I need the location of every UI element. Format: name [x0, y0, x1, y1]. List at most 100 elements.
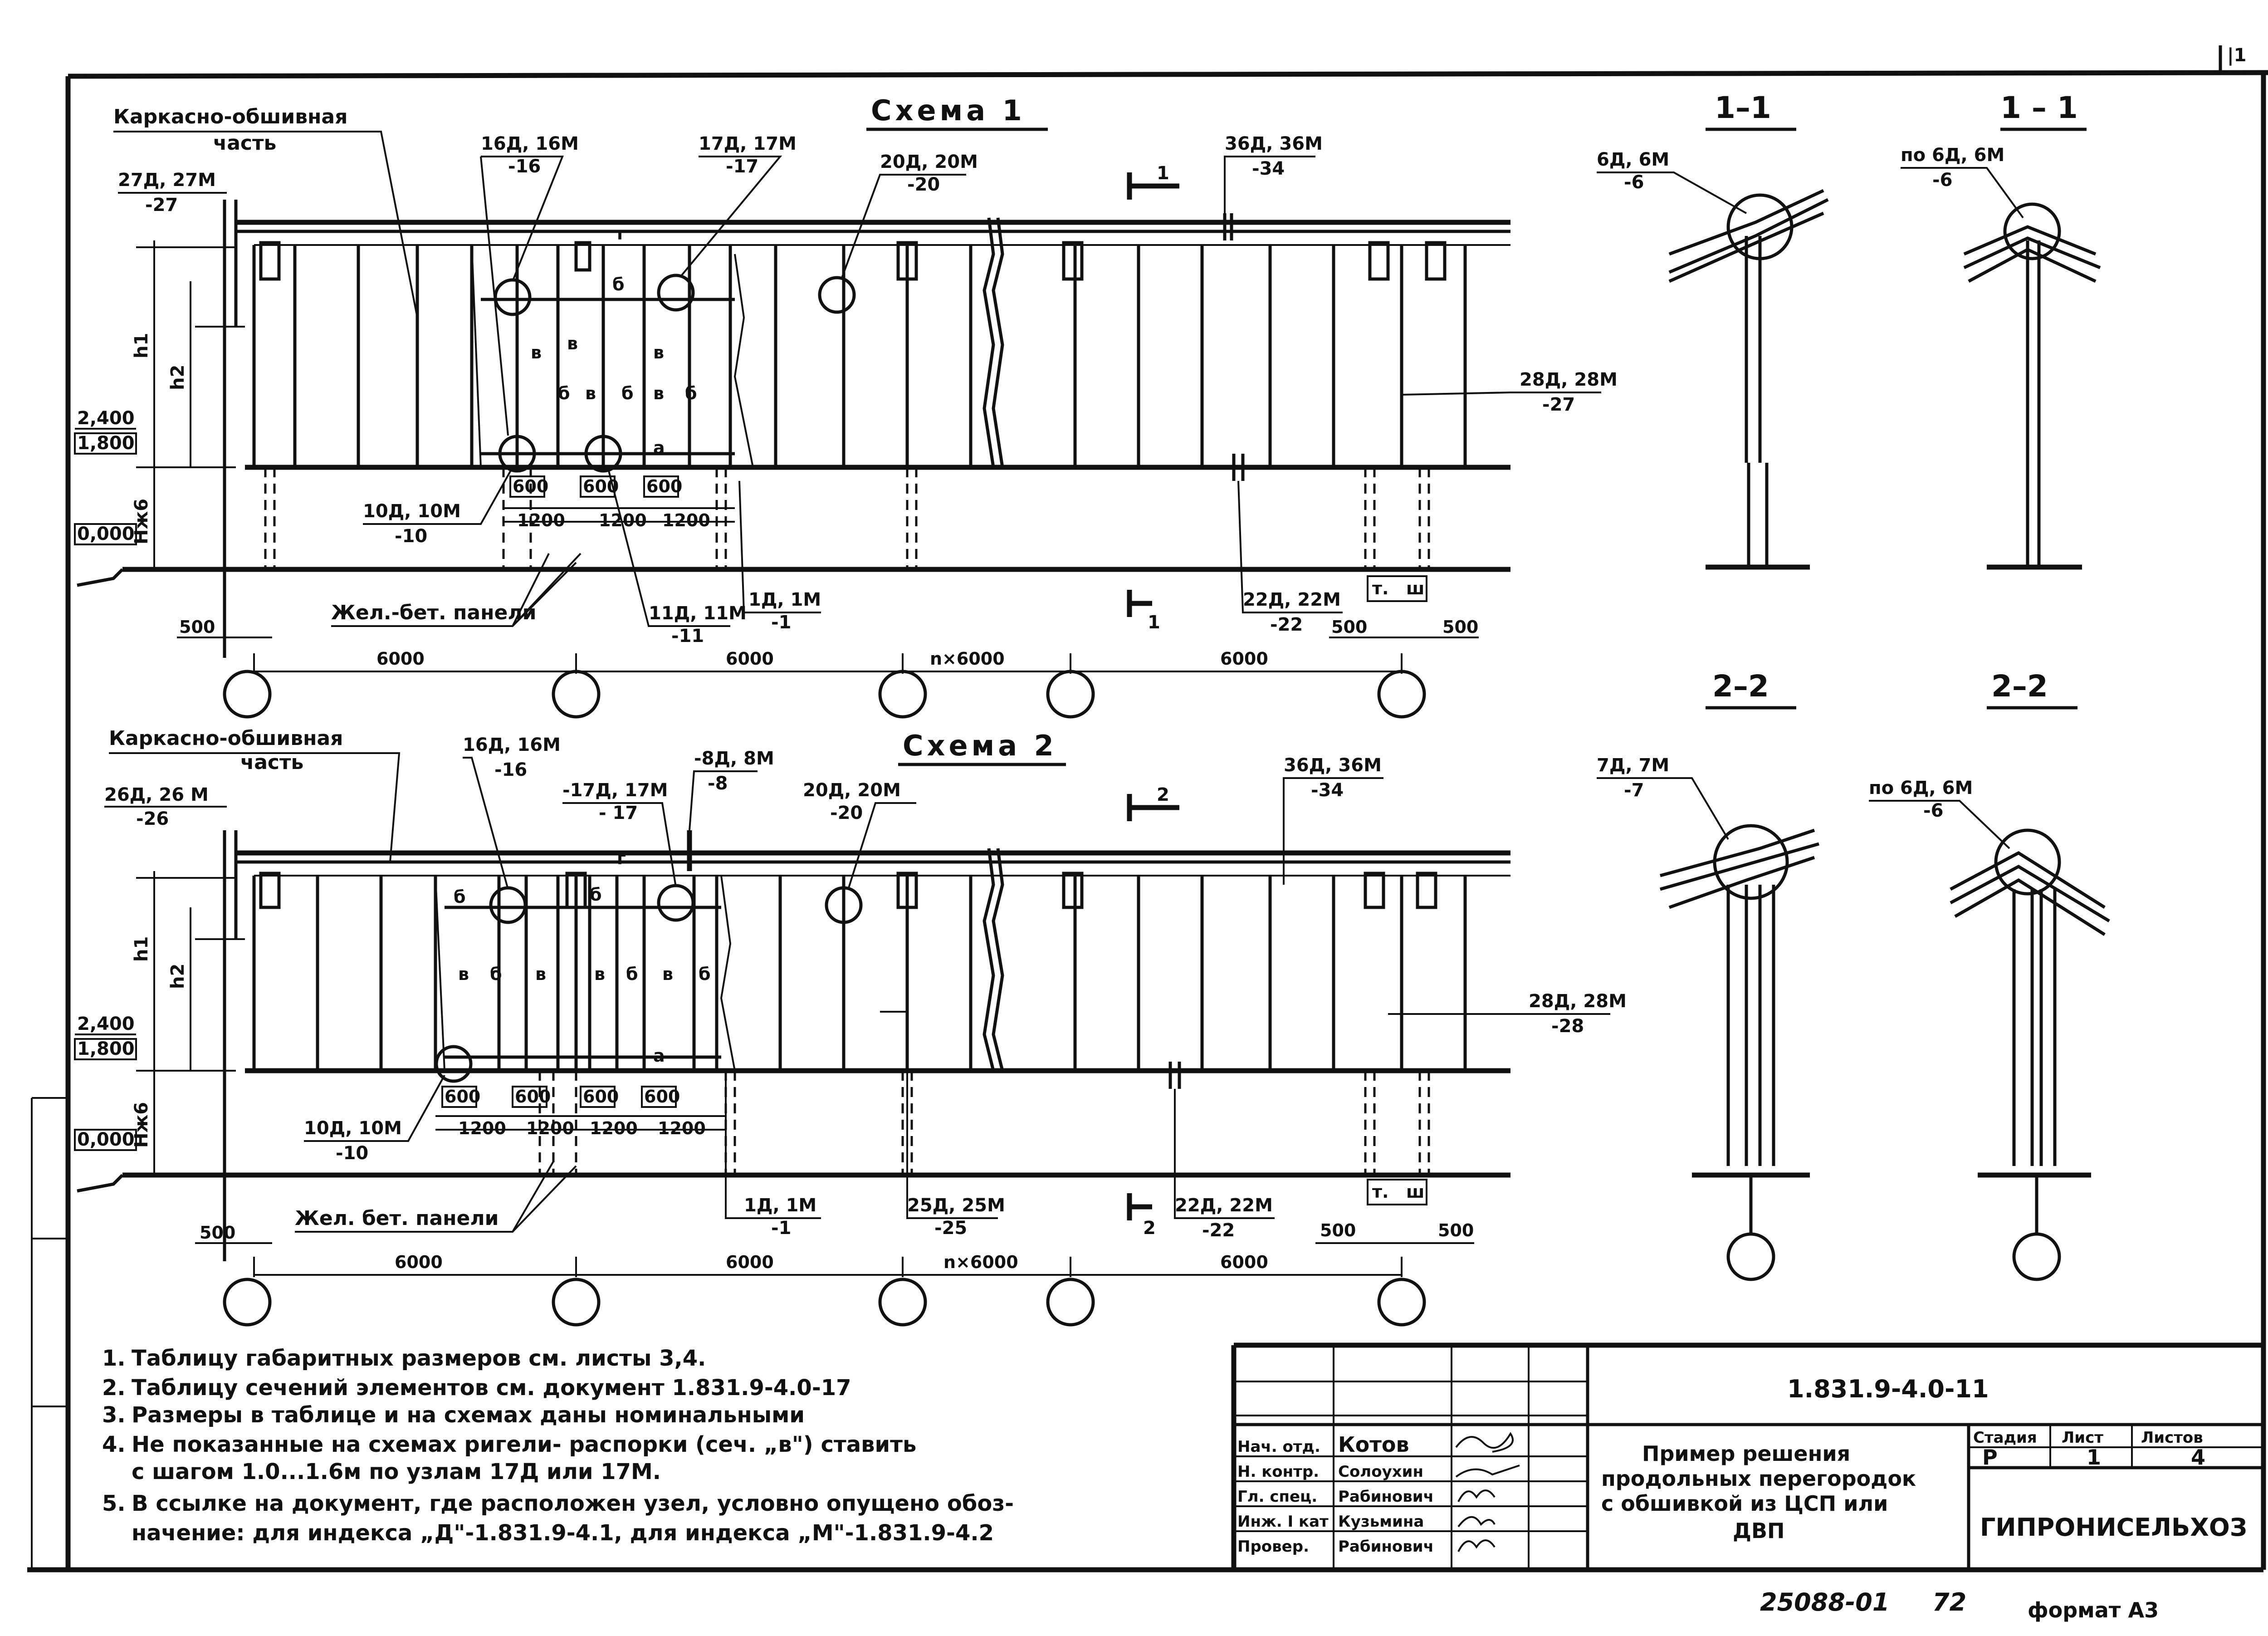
- scheme-2-title: Схема 2: [903, 729, 1057, 762]
- dim-h1-s2: h1: [131, 936, 152, 962]
- callout-1-s2: 1Д, 1М: [744, 1195, 816, 1216]
- callout-17: 17Д, 17М: [699, 133, 797, 154]
- name-4: Кузьмина: [1338, 1513, 1424, 1531]
- callout-22-sub: -22: [1270, 614, 1303, 635]
- scheme-2-small-dims: 600 600 600 600 1200 1200 1200 1200: [435, 1086, 726, 1138]
- callout-16: 16Д, 16М: [481, 133, 579, 154]
- member-letter: б: [699, 964, 711, 984]
- corner-mark: |1: [2227, 45, 2246, 66]
- member-letter: б: [590, 885, 602, 905]
- dim-500: 500: [1331, 617, 1367, 637]
- level-0000-s2: 0,000: [77, 1129, 135, 1150]
- span-3: n×6000: [930, 649, 1005, 669]
- member-letter: б: [685, 383, 697, 403]
- level-2400-s2: 2,400: [77, 1014, 135, 1034]
- scheme-1-panels-label: Жел.-бет. панели: [331, 601, 536, 624]
- callout-11: 11Д, 11М: [649, 603, 747, 624]
- callout-16-s2-sub: -16: [494, 759, 527, 780]
- section-2-2-right: 2–2 по 6Д, 6М -6: [1869, 669, 2110, 1281]
- section-callout: по 6Д, 6М: [1869, 778, 1973, 798]
- member-letter: а: [653, 1046, 665, 1066]
- callout-10-sub: -10: [395, 526, 427, 547]
- footer-number: 72: [1932, 1588, 1966, 1616]
- signatures: [1455, 1432, 1520, 1552]
- callout-10-s2-sub: -10: [336, 1143, 368, 1164]
- header-stage: Стадия: [1973, 1429, 2037, 1447]
- callout-27: 27Д, 27М: [118, 170, 216, 191]
- callout-17-s2-sub: - 17: [599, 803, 638, 823]
- member-letter: г: [617, 848, 626, 868]
- callout-16-sub: -16: [508, 156, 541, 177]
- span-1: 6000: [376, 649, 425, 669]
- dim-1200: 1200: [590, 1118, 638, 1138]
- desc-line-3: с обшивкой из ЦСП или: [1601, 1491, 1888, 1516]
- notes: 1. Таблицу габаритных размеров см. листы…: [102, 1346, 1014, 1546]
- dim-h1: h1: [131, 333, 152, 358]
- scheme-1-small-dims: 600 600 600 1200 1200 1200: [503, 475, 735, 530]
- name-2: Солоухин: [1338, 1463, 1423, 1481]
- dim-t-s2: т.: [1372, 1182, 1388, 1202]
- member-letter: б: [558, 383, 570, 403]
- callout-1-s2-sub: -1: [771, 1218, 791, 1239]
- dim-600: 600: [583, 476, 619, 496]
- callout-16-s2: 16Д, 16М: [463, 735, 561, 755]
- level-1800-s2: 1,800: [77, 1038, 135, 1059]
- note-5: В ссылке на документ, где расположен узе…: [132, 1491, 1014, 1516]
- callout-22-s2-sub: -22: [1202, 1220, 1235, 1241]
- callout-26-sub: -26: [136, 808, 169, 829]
- member-letter: в: [531, 343, 542, 362]
- section-callout: 7Д, 7М: [1597, 755, 1669, 776]
- span-2: 6000: [726, 649, 774, 669]
- section-title: 2–2: [1991, 669, 2048, 704]
- dim-600: 600: [445, 1087, 480, 1107]
- callout-20: 20Д, 20М: [880, 152, 978, 172]
- header-sheet: Лист: [2062, 1429, 2103, 1447]
- section-title: 1 – 1: [2000, 90, 2078, 125]
- note-4-cont: с шагом 1.0...1.6м по узлам 17Д или 17М.: [132, 1459, 661, 1484]
- dim-sh-s2: ш: [1406, 1182, 1424, 1202]
- dim-1200: 1200: [662, 510, 710, 530]
- scheme-2-panels-label: Жел. бет. панели: [295, 1207, 499, 1230]
- member-letter: в: [662, 964, 673, 984]
- role-4: Инж. I кат: [1237, 1513, 1329, 1531]
- section-mark-bottom: 1: [1148, 612, 1160, 633]
- section-callout: 6Д, 6М: [1597, 149, 1669, 170]
- sheet-frame: |1: [27, 45, 2268, 1572]
- name-1: Котов: [1338, 1432, 1409, 1457]
- member-letter: в: [535, 964, 546, 984]
- dim-600: 600: [646, 476, 682, 496]
- dim-500: 500: [200, 1223, 235, 1243]
- note-1-num: 1.: [102, 1346, 126, 1371]
- callout-20-s2-sub: -20: [830, 803, 863, 823]
- callout-20-s2: 20Д, 20М: [803, 780, 901, 801]
- desc-line-1: Пример решения: [1642, 1441, 1850, 1466]
- dim-1200: 1200: [658, 1118, 706, 1138]
- note-1: Таблицу габаритных размеров см. листы 3,…: [132, 1346, 706, 1371]
- dim-500: 500: [1438, 1220, 1474, 1240]
- section-callout: по 6Д, 6М: [1901, 145, 2004, 166]
- member-letter: б: [626, 964, 638, 984]
- callout-27-sub: -27: [145, 195, 178, 216]
- role-3: Гл. спец.: [1237, 1488, 1317, 1506]
- callout-36: 36Д, 36М: [1225, 133, 1323, 154]
- footer-code: 25088-01: [1760, 1588, 1889, 1616]
- role-1: Нач. отд.: [1237, 1438, 1320, 1456]
- dim-h2-s2: h2: [167, 964, 188, 989]
- dim-sh: ш: [1406, 578, 1424, 598]
- span-3-s2: n×6000: [943, 1252, 1018, 1272]
- footer-format: формат А3: [2028, 1598, 2159, 1622]
- callout-1-sub: -1: [771, 612, 791, 633]
- scheme-1-title: Схема 1: [871, 94, 1026, 127]
- callout-36-s2: 36Д, 36М: [1284, 755, 1382, 776]
- header-sheets: Листов: [2141, 1429, 2203, 1447]
- callout-28-s2-sub: -28: [1551, 1016, 1584, 1037]
- member-letter: б: [612, 274, 625, 294]
- callout-17-sub: -17: [726, 156, 758, 177]
- span-4: 6000: [1220, 649, 1268, 669]
- callout-25: 25Д, 25М: [907, 1195, 1005, 1216]
- dim-600: 600: [583, 1087, 619, 1107]
- callout-8-sub: -8: [708, 773, 728, 794]
- member-letter: в: [585, 383, 596, 403]
- sheets-value: 4: [2191, 1445, 2205, 1469]
